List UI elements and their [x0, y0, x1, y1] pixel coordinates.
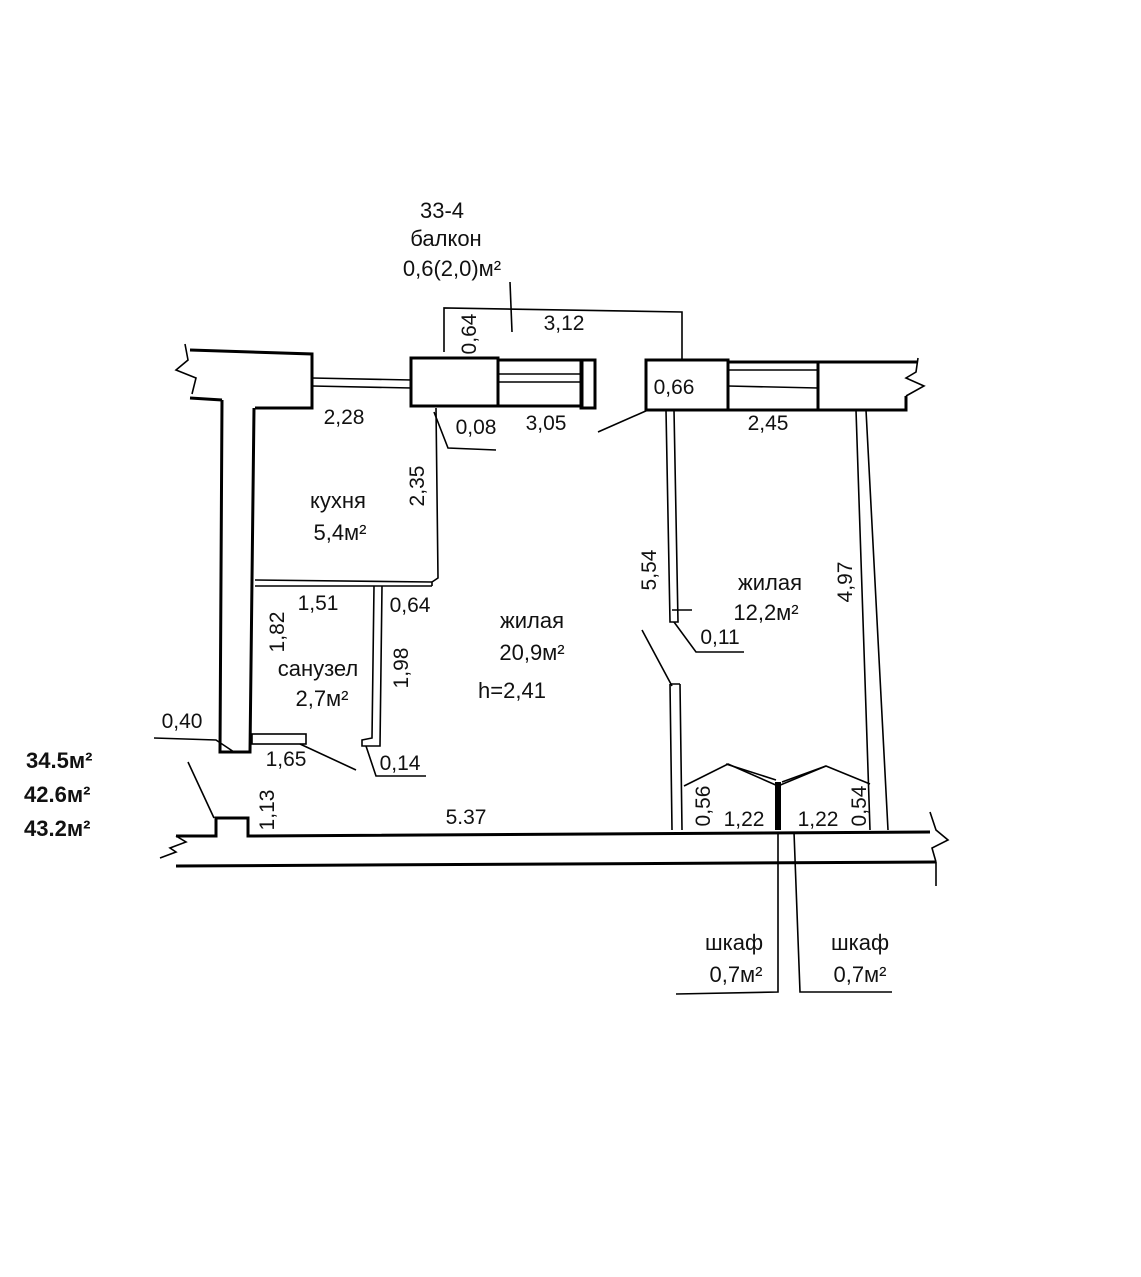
- total-area: 42.6м²: [24, 782, 90, 807]
- leader-lines: [153, 281, 744, 819]
- closet-right-area: 0,7м²: [833, 962, 886, 987]
- top-wall: [174, 343, 926, 412]
- ceiling-height: h=2,41: [478, 678, 546, 703]
- dim-small-depth: 4,97: [834, 562, 857, 603]
- dim-entry: 1,13: [256, 790, 279, 831]
- dim-closet-width-2: 1,22: [798, 808, 839, 831]
- dim-small-window: 2,45: [748, 412, 789, 435]
- dim-bath-width: 1,51: [298, 592, 339, 615]
- dim-bottom-length: 5.37: [446, 806, 487, 829]
- total-living-area: 34.5м²: [26, 748, 92, 773]
- closet-left-label: шкаф: [705, 930, 763, 955]
- dim-main-window: 3,05: [526, 412, 567, 435]
- living-small-label: жилая: [738, 570, 802, 595]
- dim-balcony-depth: 0,64: [458, 313, 481, 354]
- balcony-label: 33-4 балкон 0,6(2,0)м²: [403, 198, 501, 281]
- dim-bath-jamb: 0,14: [380, 752, 421, 775]
- bathroom-walls: [251, 585, 383, 747]
- balcony-name: балкон: [410, 226, 481, 251]
- kitchen-walls: [254, 407, 439, 587]
- closet-left-area: 0,7м²: [709, 962, 762, 987]
- dim-partition-main: 5,54: [638, 549, 661, 590]
- dim-bath-gap: 0,64: [390, 594, 431, 617]
- dim-wall-small: 0,66: [654, 376, 695, 399]
- room-labels: кухня 5,4м² санузел 2,7м² жилая 20,9м² h…: [278, 488, 802, 711]
- balcony-code: 33-4: [420, 198, 464, 223]
- bathroom-label: санузел: [278, 656, 359, 681]
- kitchen-label: кухня: [310, 488, 366, 513]
- bathroom-area: 2,7м²: [295, 686, 348, 711]
- dim-partition-thickness: 0,11: [700, 626, 739, 649]
- dim-jamb: 0,08: [456, 416, 497, 439]
- dim-kitchen-depth: 2,35: [406, 466, 429, 507]
- bottom-wall: [159, 811, 950, 886]
- living-main-area: 20,9м²: [499, 640, 564, 665]
- dim-bath-depth: 1,82: [266, 612, 289, 653]
- living-small-area: 12,2м²: [733, 600, 798, 625]
- kitchen-area: 5,4м²: [313, 520, 366, 545]
- balcony-area: 0,6(2,0)м²: [403, 256, 501, 281]
- dim-closet-width-1: 1,22: [724, 808, 765, 831]
- dim-bath-partition: 1,98: [390, 648, 413, 689]
- dim-balcony-width: 3,12: [544, 312, 585, 335]
- total-area-with-balcony: 43.2м²: [24, 816, 90, 841]
- left-wall: [218, 399, 256, 754]
- area-totals: 34.5м² 42.6м² 43.2м²: [24, 748, 92, 841]
- closets: [675, 763, 892, 995]
- dim-closet-right-height: 0,54: [848, 785, 871, 826]
- dim-wall-thickness: 0,40: [162, 710, 203, 733]
- dim-bath-bottom: 1,65: [266, 748, 307, 771]
- dim-kitchen-window: 2,28: [324, 406, 365, 429]
- closet-right-label: шкаф: [831, 930, 889, 955]
- dim-closet-left-height: 0,56: [692, 786, 715, 827]
- dimensions: 0,64 3,12 2,28 0,08 3,05 0,66 2,45 2,35 …: [162, 312, 871, 831]
- closet-labels: шкаф 0,7м² шкаф 0,7м²: [705, 930, 889, 987]
- living-main-label: жилая: [500, 608, 564, 633]
